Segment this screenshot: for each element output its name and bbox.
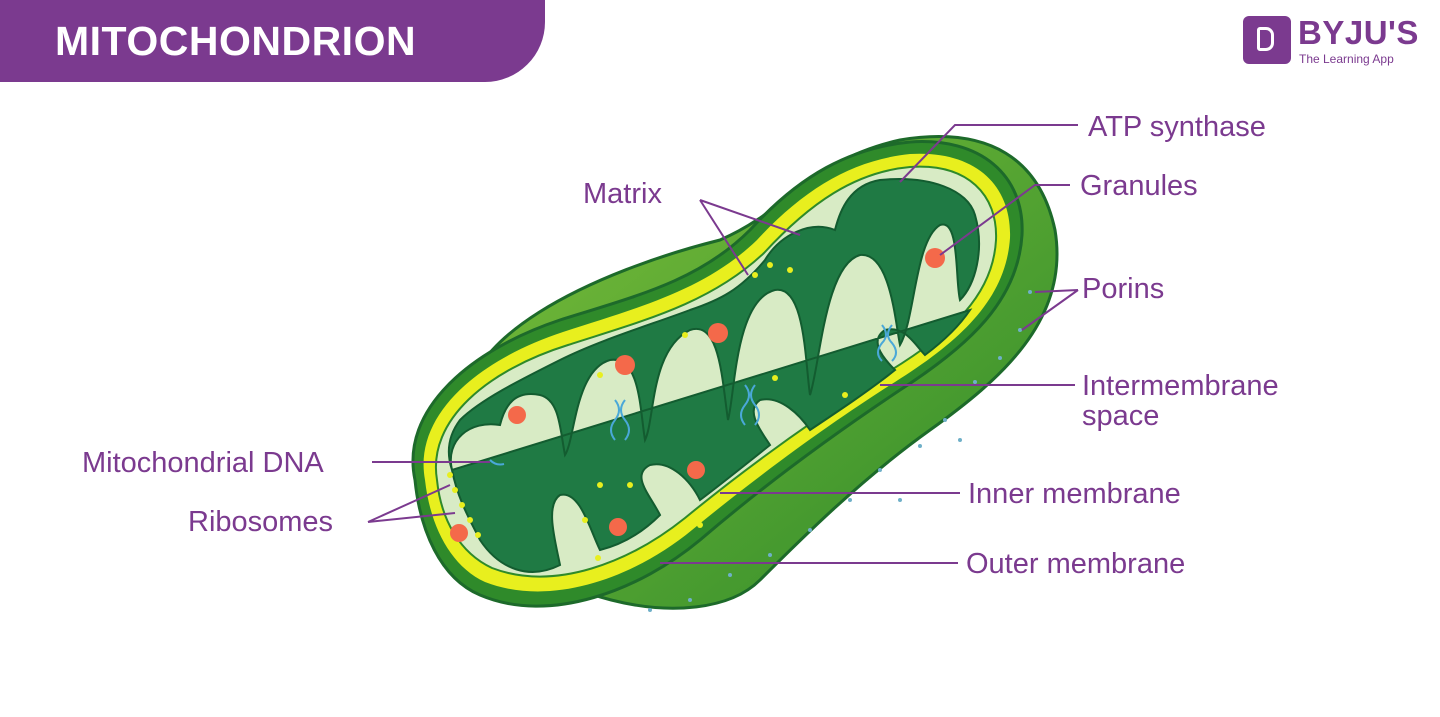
label-intermembrane-space: space <box>1082 400 1159 432</box>
porin-dots <box>648 290 1032 612</box>
logo-name: BYJU'S <box>1298 14 1419 51</box>
ribosomes-group <box>447 262 848 561</box>
granule <box>687 461 705 479</box>
dna-strand <box>877 324 887 362</box>
logo-tagline: The Learning App <box>1299 52 1394 66</box>
label-inner-membrane: Inner membrane <box>968 478 1181 510</box>
dna-strand <box>887 324 897 362</box>
granules-leader <box>939 184 1070 256</box>
dna-strand <box>750 384 760 426</box>
granules-group <box>450 248 945 542</box>
logo-icon <box>1243 16 1291 64</box>
dna-strand <box>620 399 630 441</box>
label-intermembrane: Intermembrane <box>1082 370 1279 402</box>
granule <box>450 524 468 542</box>
label-ribosomes: Ribosomes <box>188 506 333 538</box>
granule <box>508 406 526 424</box>
dna-strand <box>489 459 505 466</box>
matrix-region <box>447 178 981 573</box>
label-granules: Granules <box>1080 170 1198 202</box>
label-outer-membrane: Outer membrane <box>966 548 1185 580</box>
title-banner: MITOCHONDRION <box>0 0 545 82</box>
brand-logo: BYJU'S The Learning App <box>1243 14 1428 70</box>
ribosomes-leader <box>367 484 456 523</box>
granule <box>609 518 627 536</box>
dna-strand <box>610 399 620 441</box>
label-porins: Porins <box>1082 273 1164 305</box>
granule <box>708 323 728 343</box>
page-title: MITOCHONDRION <box>55 18 417 64</box>
granule <box>615 355 635 375</box>
atp-synthase-leader <box>899 124 1078 183</box>
label-matrix: Matrix <box>583 178 662 210</box>
label-mitochondrial-dna: Mitochondrial DNA <box>82 447 324 479</box>
dna-strand <box>740 384 750 426</box>
porins-leader <box>1021 289 1079 331</box>
dna-strands <box>489 324 897 466</box>
granule <box>925 248 945 268</box>
label-atp-synthase: ATP synthase <box>1088 111 1266 143</box>
matrix-leader <box>699 199 801 276</box>
